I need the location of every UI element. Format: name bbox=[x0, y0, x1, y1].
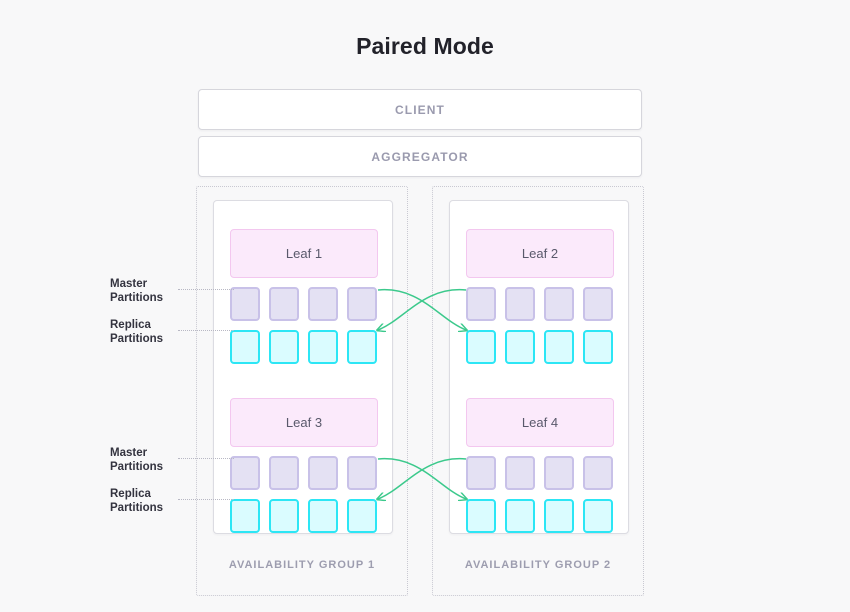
master-partitions-label-bottom: Master Partitions bbox=[110, 446, 182, 474]
master-partitions-label-line2: Partitions bbox=[110, 292, 164, 304]
replica-partition bbox=[269, 499, 299, 533]
master-partition bbox=[308, 287, 338, 321]
replica-partition-row-leaf-1 bbox=[230, 330, 378, 364]
master-partition bbox=[269, 287, 299, 321]
availability-group-1: Leaf 1 Leaf 3 bbox=[196, 186, 408, 596]
master-partition-row-leaf-4 bbox=[466, 456, 614, 490]
client-node: CLIENT bbox=[198, 89, 642, 130]
replica-partitions-label-line2: Partitions bbox=[110, 502, 164, 514]
master-partition bbox=[230, 456, 260, 490]
master-partitions-label-line2: Partitions bbox=[110, 461, 164, 473]
master-partition bbox=[347, 287, 377, 321]
master-partition bbox=[308, 456, 338, 490]
replica-partitions-label-bottom: Replica Partitions bbox=[110, 487, 182, 515]
leader-line-replica-bottom bbox=[178, 499, 234, 500]
replica-partition-row-leaf-4 bbox=[466, 499, 614, 533]
master-partition bbox=[466, 287, 496, 321]
availability-group-2: Leaf 2 Leaf 4 bbox=[432, 186, 644, 596]
master-partition-row-leaf-1 bbox=[230, 287, 378, 321]
replica-partition bbox=[583, 330, 613, 364]
replica-partition bbox=[347, 330, 377, 364]
replica-partition-row-leaf-3 bbox=[230, 499, 378, 533]
aggregator-node: AGGREGATOR bbox=[198, 136, 642, 177]
master-partitions-label-line1: Master bbox=[110, 278, 148, 290]
leader-line-replica-top bbox=[178, 330, 234, 331]
availability-group-1-label: AVAILABILITY GROUP 1 bbox=[228, 559, 376, 571]
leaf-label-leaf-1: Leaf 1 bbox=[285, 246, 323, 261]
master-partition bbox=[583, 287, 613, 321]
replica-partition bbox=[544, 499, 574, 533]
replica-partition bbox=[466, 330, 496, 364]
replica-partitions-label-line2: Partitions bbox=[110, 333, 164, 345]
replica-partition bbox=[230, 330, 260, 364]
leaf-header-leaf-4: Leaf 4 bbox=[466, 398, 614, 447]
replica-partition bbox=[544, 330, 574, 364]
replica-partition bbox=[269, 330, 299, 364]
replica-partitions-label-line1: Replica bbox=[110, 488, 151, 500]
leaf-block-leaf-1: Leaf 1 bbox=[230, 229, 378, 364]
availability-group-2-label: AVAILABILITY GROUP 2 bbox=[464, 559, 612, 571]
leaf-header-leaf-2: Leaf 2 bbox=[466, 229, 614, 278]
master-partition bbox=[347, 456, 377, 490]
replica-partition bbox=[308, 499, 338, 533]
page-title: Paired Mode bbox=[356, 33, 494, 59]
leaf-block-leaf-2: Leaf 2 bbox=[466, 229, 614, 364]
replica-partition-row-leaf-2 bbox=[466, 330, 614, 364]
master-partition bbox=[544, 456, 574, 490]
replica-partitions-label-line1: Replica bbox=[110, 319, 151, 331]
replica-partition bbox=[583, 499, 613, 533]
master-partition bbox=[505, 287, 535, 321]
aggregator-node-label: AGGREGATOR bbox=[371, 149, 469, 164]
leaf-label-leaf-3: Leaf 3 bbox=[285, 415, 323, 430]
master-partition-row-leaf-3 bbox=[230, 456, 378, 490]
master-partition bbox=[544, 287, 574, 321]
replica-partition bbox=[466, 499, 496, 533]
leaf-block-leaf-3: Leaf 3 bbox=[230, 398, 378, 533]
master-partition bbox=[230, 287, 260, 321]
replica-partition bbox=[308, 330, 338, 364]
leaf-label-leaf-2: Leaf 2 bbox=[521, 246, 559, 261]
replica-partition bbox=[505, 499, 535, 533]
availability-group-2-panel: Leaf 2 Leaf 4 bbox=[449, 200, 629, 534]
master-partition-row-leaf-2 bbox=[466, 287, 614, 321]
master-partition bbox=[269, 456, 299, 490]
master-partition bbox=[466, 456, 496, 490]
master-partition bbox=[505, 456, 535, 490]
client-node-label: CLIENT bbox=[395, 102, 445, 117]
availability-group-1-panel: Leaf 1 Leaf 3 bbox=[213, 200, 393, 534]
replica-partitions-label-top: Replica Partitions bbox=[110, 318, 182, 346]
leaf-block-leaf-4: Leaf 4 bbox=[466, 398, 614, 533]
leaf-label-leaf-4: Leaf 4 bbox=[521, 415, 559, 430]
leaf-header-leaf-3: Leaf 3 bbox=[230, 398, 378, 447]
leader-line-master-top bbox=[178, 289, 234, 290]
master-partitions-label-line1: Master bbox=[110, 447, 148, 459]
leader-line-master-bottom bbox=[178, 458, 234, 459]
replica-partition bbox=[347, 499, 377, 533]
replica-partition bbox=[230, 499, 260, 533]
master-partition bbox=[583, 456, 613, 490]
leaf-header-leaf-1: Leaf 1 bbox=[230, 229, 378, 278]
replica-partition bbox=[505, 330, 535, 364]
master-partitions-label-top: Master Partitions bbox=[110, 277, 182, 305]
